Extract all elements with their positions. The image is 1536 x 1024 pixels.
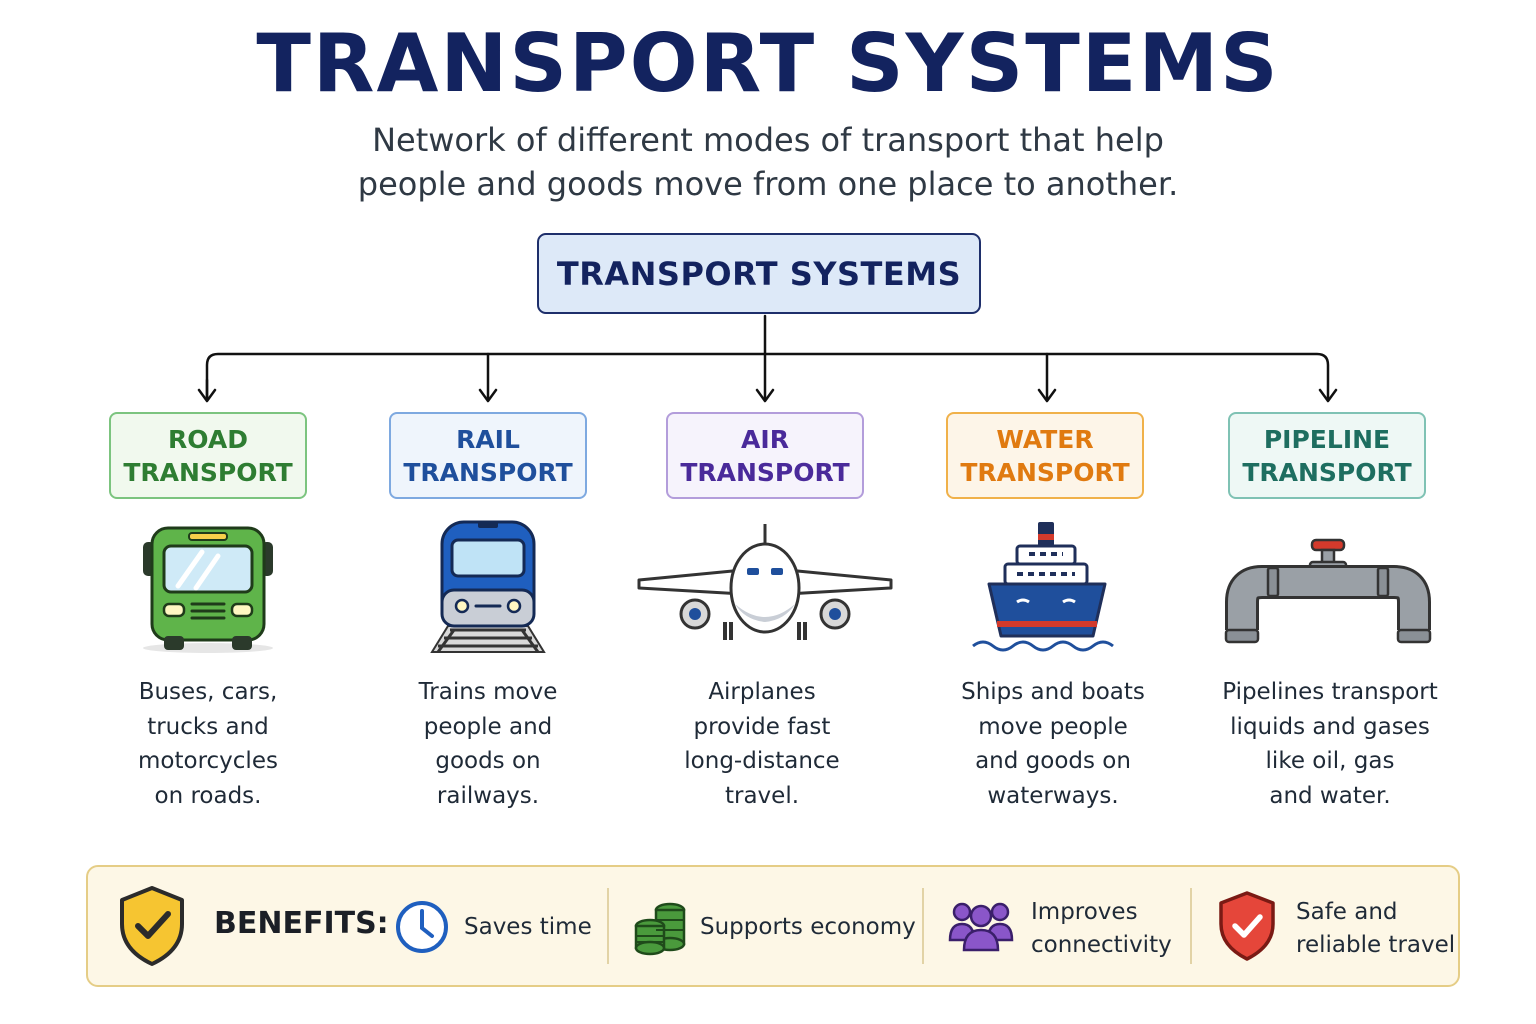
root-node: TRANSPORT SYSTEMS xyxy=(537,233,981,314)
description-line: trucks and xyxy=(147,713,269,740)
benefit-line: Saves time xyxy=(464,914,592,940)
description-line: and goods on xyxy=(975,748,1131,774)
ship-icon xyxy=(972,522,1114,652)
people-group-icon xyxy=(948,902,1014,952)
mode-title-line: TRANSPORT xyxy=(1242,457,1412,487)
description-line: provide fast xyxy=(693,713,831,740)
description-line: goods on xyxy=(435,748,541,774)
mode-air: AIR TRANSPORT xyxy=(666,412,864,499)
description-line: Airplanes xyxy=(708,679,816,705)
divider xyxy=(1190,888,1192,964)
mode-rail: RAIL TRANSPORT xyxy=(389,412,587,499)
mode-title-line: TRANSPORT xyxy=(680,457,850,487)
mode-title-line: TRANSPORT xyxy=(123,457,293,487)
page-title: TRANSPORT SYSTEMS xyxy=(256,17,1280,110)
mode-description-air: Airplanes provide fast long-distance tra… xyxy=(642,675,882,813)
benefit-safe-reliable-travel: Safe and reliable travel xyxy=(1296,896,1455,962)
mode-description-road: Buses, cars, trucks and motorcycles on r… xyxy=(88,675,328,813)
description-line: Buses, cars, xyxy=(138,679,278,705)
mode-title-line: ROAD xyxy=(168,424,248,454)
description-line: Ships and boats xyxy=(961,679,1145,705)
benefit-supports-economy: Supports economy xyxy=(700,911,916,944)
mode-description-water: Ships and boats move people and goods on… xyxy=(933,675,1173,813)
mode-title-line: WATER xyxy=(996,424,1094,454)
page-subtitle: Network of different modes of transport … xyxy=(318,118,1218,206)
description-line: and water. xyxy=(1269,782,1391,809)
description-line: Trains move xyxy=(418,679,558,705)
mode-description-rail: Trains move people and goods on railways… xyxy=(368,675,608,813)
mode-description-pipeline: Pipelines transport liquids and gases li… xyxy=(1200,675,1460,813)
description-line: on roads. xyxy=(154,782,262,809)
pipeline-icon xyxy=(1224,538,1432,644)
benefit-line: Improves xyxy=(1031,899,1138,925)
description-line: Pipelines transport xyxy=(1222,679,1438,705)
description-line: liquids and gases xyxy=(1230,713,1430,740)
clock-icon xyxy=(396,901,448,953)
description-line: long-distance xyxy=(684,748,840,774)
divider xyxy=(922,888,924,964)
description-line: railways. xyxy=(436,782,540,809)
mode-pipeline: PIPELINE TRANSPORT xyxy=(1228,412,1426,499)
airplane-icon xyxy=(637,524,893,640)
red-shield-check-icon xyxy=(1219,891,1275,961)
benefit-line: connectivity xyxy=(1031,932,1172,958)
mode-title-line: RAIL xyxy=(456,424,520,454)
mode-title-line: PIPELINE xyxy=(1263,424,1391,454)
description-line: like oil, gas xyxy=(1265,748,1395,774)
root-node-label: TRANSPORT SYSTEMS xyxy=(556,254,962,293)
subtitle-line: people and goods move from one place to … xyxy=(357,165,1179,203)
description-line: move people xyxy=(978,713,1128,740)
mode-title-line: TRANSPORT xyxy=(960,457,1130,487)
mode-title-line: TRANSPORT xyxy=(403,457,573,487)
benefit-line: Safe and xyxy=(1296,899,1398,925)
benefit-line: reliable travel xyxy=(1296,932,1456,958)
money-stack-icon xyxy=(634,902,686,956)
train-icon xyxy=(430,520,546,653)
description-line: waterways. xyxy=(987,782,1119,809)
benefit-line: Supports economy xyxy=(700,914,916,940)
description-line: people and xyxy=(423,713,553,740)
benefits-label: BENEFITS: xyxy=(214,906,389,941)
subtitle-line: Network of different modes of transport … xyxy=(372,121,1164,159)
mode-road: ROAD TRANSPORT xyxy=(109,412,307,499)
mode-title-line: AIR xyxy=(741,424,789,454)
description-line: travel. xyxy=(724,782,800,809)
description-line: motorcycles xyxy=(138,748,278,774)
connector-bus xyxy=(205,352,1330,402)
shield-check-icon xyxy=(120,886,184,966)
mode-water: WATER TRANSPORT xyxy=(946,412,1144,499)
benefit-saves-time: Saves time xyxy=(464,911,592,944)
divider xyxy=(607,888,609,964)
bus-icon xyxy=(143,526,273,653)
benefit-improves-connectivity: Improves connectivity xyxy=(1031,896,1172,962)
